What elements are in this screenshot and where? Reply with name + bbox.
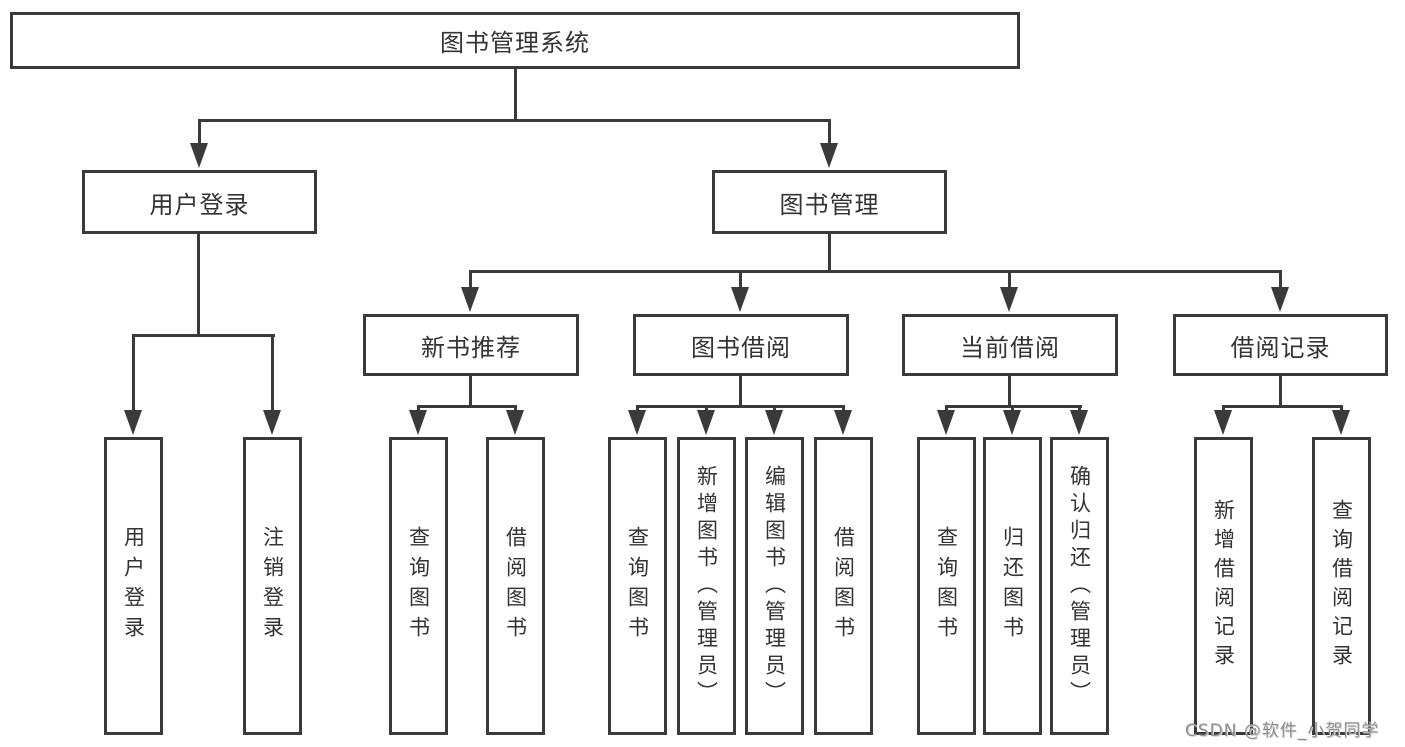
connector-line	[514, 69, 517, 120]
arrow-down-icon	[1003, 410, 1021, 435]
connector-line	[828, 119, 831, 145]
leaf-cb-confirm-return-admin: 确认归还（管理员）	[1050, 437, 1109, 735]
leaf-bb-edit-books-admin: 编辑图书（管理员）	[745, 437, 804, 735]
arrow-down-icon	[820, 143, 838, 168]
arrow-down-icon	[1271, 287, 1289, 312]
leaf-bb-query-books: 查询图书	[608, 437, 667, 735]
leaf-cb-return-books: 归还图书	[983, 437, 1042, 735]
csdn-watermark: CSDN @软件_小贺同学	[1185, 721, 1380, 741]
node-borrow-records: 借阅记录	[1173, 314, 1388, 376]
connector-line	[469, 272, 472, 290]
arrow-down-icon	[765, 410, 783, 435]
node-user-login: 用户登录	[82, 170, 317, 234]
arrow-down-icon	[461, 287, 479, 312]
connector-line	[636, 405, 845, 408]
arrow-down-icon	[409, 410, 427, 435]
connector-line	[739, 272, 742, 290]
connector-line	[945, 405, 1082, 408]
arrow-down-icon	[731, 287, 749, 312]
arrow-down-icon	[937, 410, 955, 435]
connector-line	[1222, 405, 1343, 408]
node-root: 图书管理系统	[10, 12, 1020, 69]
leaf-nb-query-books: 查询图书	[389, 437, 448, 735]
leaf-nb-borrow-books: 借阅图书	[486, 437, 545, 735]
arrow-down-icon	[628, 410, 646, 435]
node-current-borrow: 当前借阅	[902, 314, 1118, 376]
connector-line	[739, 376, 742, 407]
connector-line	[132, 334, 275, 337]
leaf-cb-query-books: 查询图书	[917, 437, 976, 735]
leaf-logout: 注销登录	[243, 437, 302, 735]
connector-line	[198, 119, 831, 122]
arrow-down-icon	[506, 410, 524, 435]
arrow-down-icon	[124, 410, 142, 435]
arrow-down-icon	[1070, 410, 1088, 435]
connector-line	[197, 234, 200, 336]
connector-line	[1008, 272, 1011, 290]
leaf-user-login: 用户登录	[104, 437, 163, 735]
arrow-down-icon	[1332, 410, 1350, 435]
connector-line	[1279, 376, 1282, 407]
connector-line	[469, 376, 472, 407]
arrow-down-icon	[190, 143, 208, 168]
arrow-down-icon	[697, 410, 715, 435]
connector-line	[1008, 376, 1011, 407]
leaf-br-add-record: 新增借阅记录	[1194, 437, 1253, 735]
connector-line	[271, 336, 274, 412]
connector-line	[417, 405, 517, 408]
leaf-br-query-record: 查询借阅记录	[1312, 437, 1371, 735]
arrow-down-icon	[1214, 410, 1232, 435]
leaf-bb-add-books-admin: 新增图书（管理员）	[677, 437, 736, 735]
node-new-book-recommend: 新书推荐	[363, 314, 579, 376]
arrow-down-icon	[1000, 287, 1018, 312]
connector-line	[198, 119, 201, 145]
leaf-bb-borrow-books: 借阅图书	[814, 437, 873, 735]
connector-line	[469, 270, 1282, 273]
connector-line	[1279, 272, 1282, 290]
node-book-borrow: 图书借阅	[633, 314, 849, 376]
node-book-management: 图书管理	[712, 170, 947, 234]
arrow-down-icon	[834, 410, 852, 435]
arrow-down-icon	[263, 410, 281, 435]
connector-line	[828, 234, 831, 272]
connector-line	[132, 336, 135, 412]
